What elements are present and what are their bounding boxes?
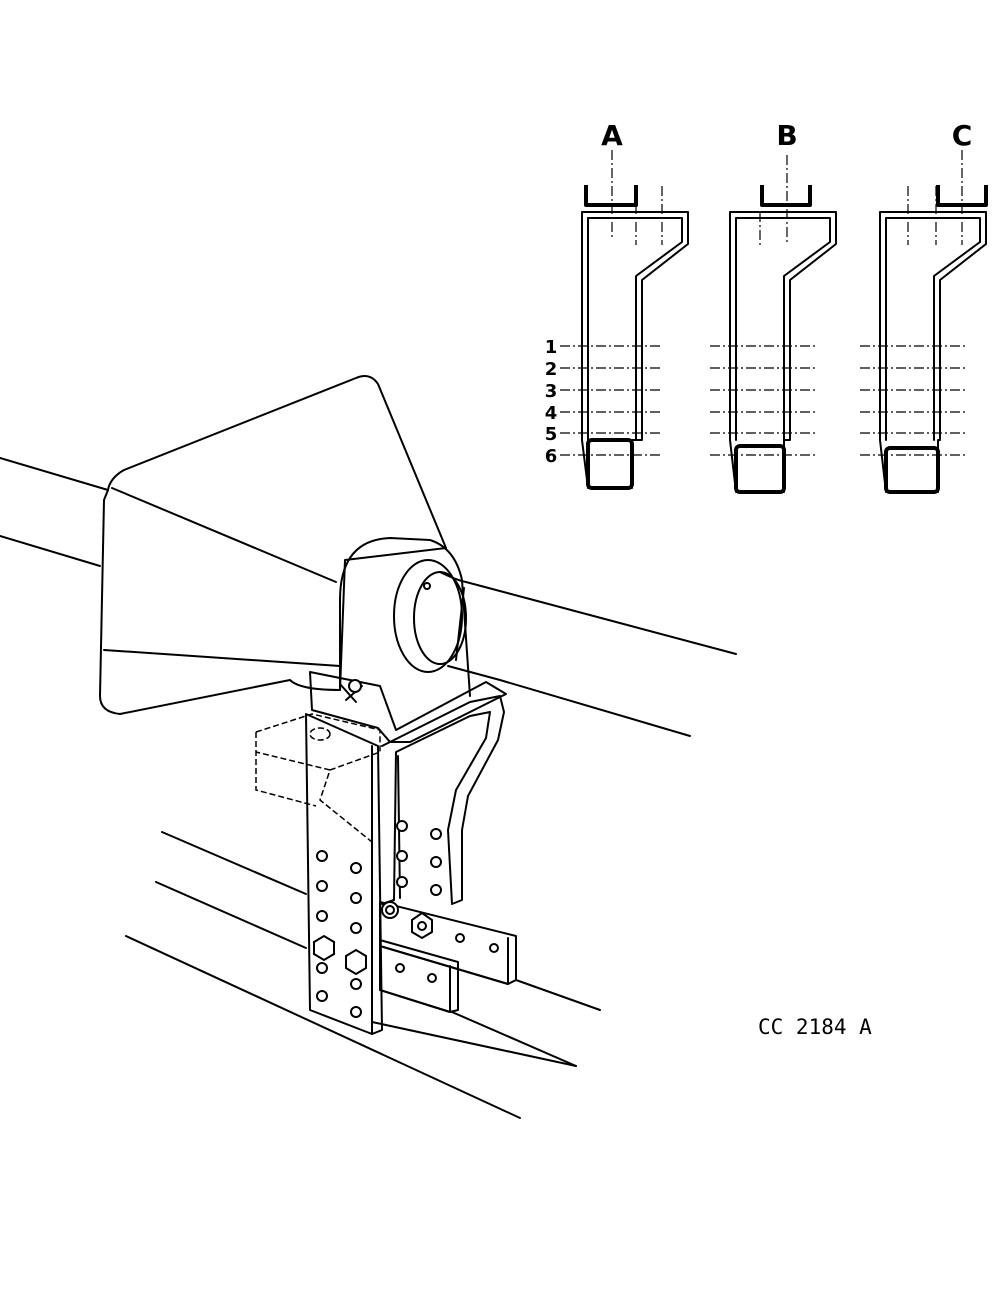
gearbox-housing [99,375,447,715]
position-lines [560,345,966,456]
position-label-5: 5 [545,424,558,445]
front-bracket-plate [305,713,383,1035]
variant-b-profile: B [729,119,837,494]
bearing-block [339,537,471,697]
output-shaft [439,571,737,737]
position-numbers: 1 2 3 4 5 6 [545,337,558,467]
position-label-2: 2 [545,359,558,380]
position-label-4: 4 [545,403,558,424]
variant-label-a: A [601,119,623,152]
clamp-bars [379,901,517,1013]
variant-c-profile: C [879,119,988,494]
hidden-block-outline [255,713,381,843]
main-shaft [0,457,109,567]
rear-bracket-plate [381,695,505,905]
position-label-1: 1 [545,337,558,358]
variant-a-profile: A [581,119,689,490]
variant-label-c: C [952,119,973,152]
variant-inset: A B C [545,119,988,494]
frame-beams [125,831,601,1119]
position-label-3: 3 [545,381,558,402]
variant-label-b: B [776,119,797,152]
main-assembly [0,375,737,1119]
clamp-saddle [309,671,507,743]
position-label-6: 6 [545,446,558,467]
drawing-code: CC 2184 A [758,1015,872,1039]
